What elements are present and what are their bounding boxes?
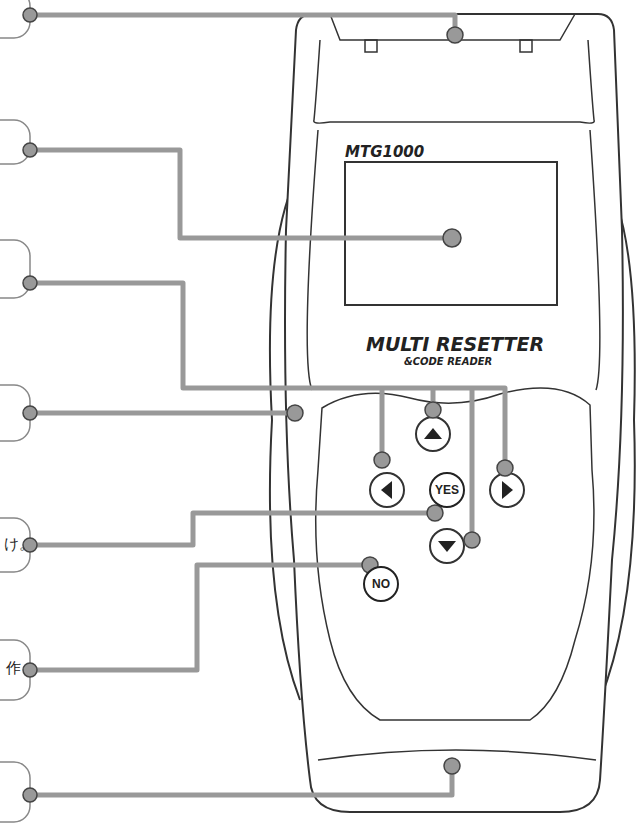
product-name: MULTI RESETTER	[366, 333, 544, 355]
callout-text: 作	[6, 659, 21, 678]
yes-button: YES	[429, 472, 465, 508]
product-subname: &CODE READER	[404, 356, 492, 367]
callout-text: け。	[4, 535, 34, 554]
model-name: MTG1000	[345, 143, 424, 161]
button-label: YES	[435, 483, 459, 497]
button-label: NO	[372, 577, 390, 591]
no-button: NO	[363, 566, 399, 602]
